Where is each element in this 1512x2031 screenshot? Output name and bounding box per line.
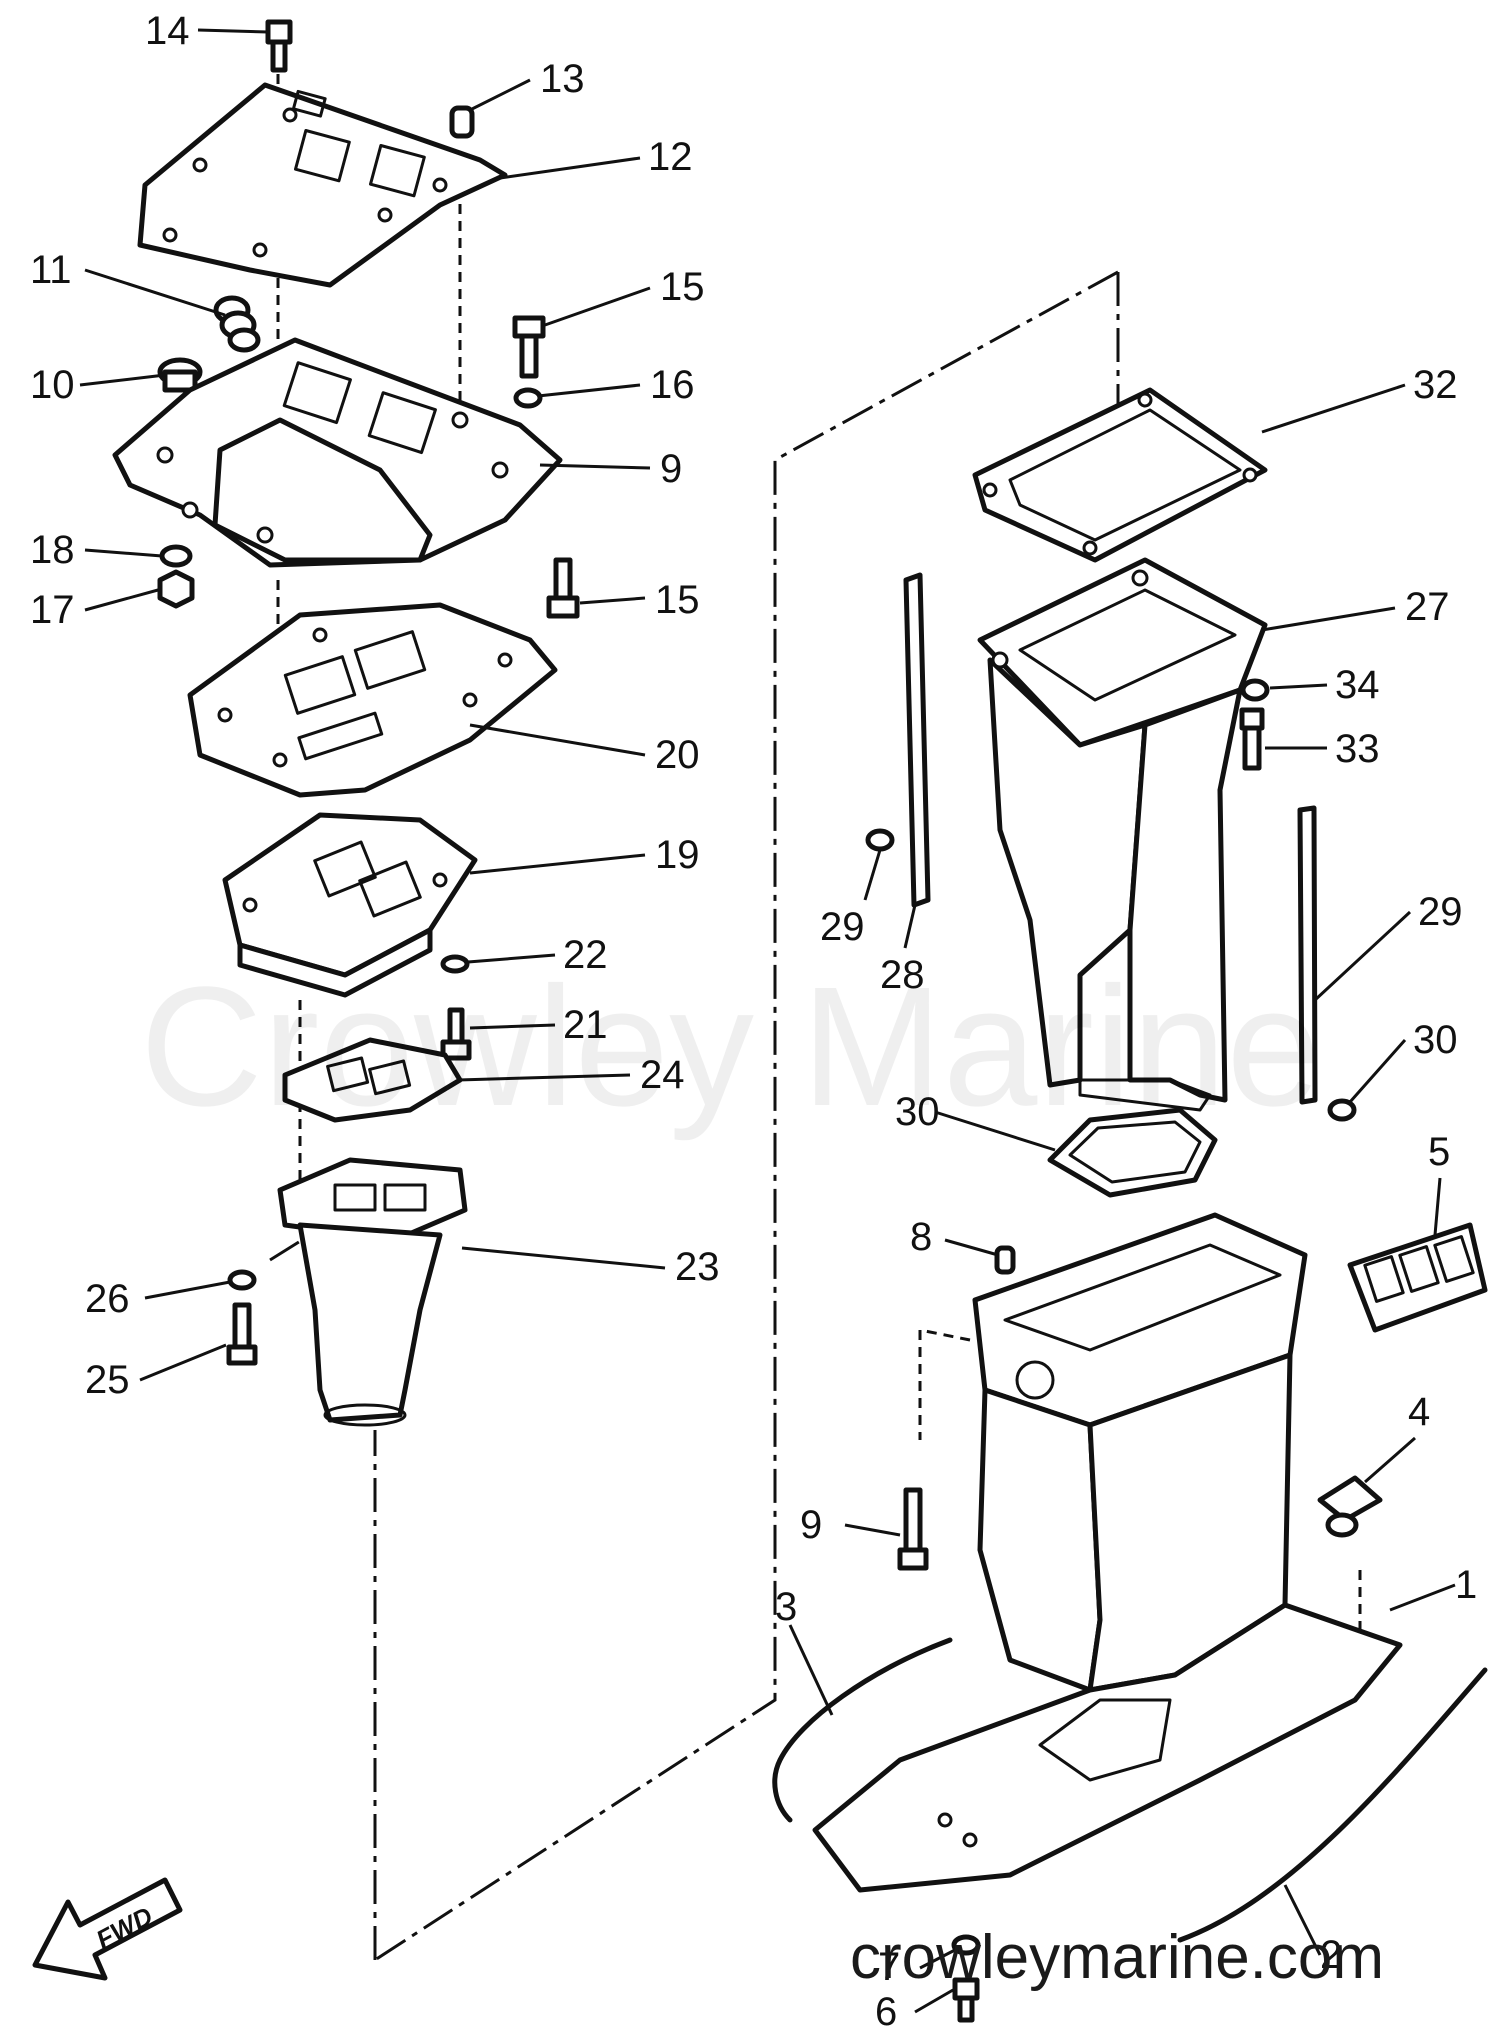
- cover-5: [1347, 1222, 1488, 1333]
- washer-7: [951, 1934, 981, 1956]
- callout-22: 21: [563, 1003, 608, 1047]
- forward-direction-arrow: FWD: [32, 1877, 183, 1981]
- callout-14: 12: [648, 135, 693, 179]
- dowel-pin-13: [449, 105, 475, 139]
- watermark-text: Crowley Marine: [140, 952, 1321, 1142]
- seal-31: [1047, 1107, 1218, 1198]
- leader-lines: [79, 28, 1456, 2014]
- oil-pan-28: [977, 557, 1268, 1112]
- callout-8: 8: [910, 1215, 932, 1259]
- exhaust-manifold-20: [222, 812, 478, 998]
- callout-3: 3: [775, 1585, 797, 1629]
- callout-7: 7: [878, 1945, 900, 1989]
- dowel-pin-8: [994, 1245, 1016, 1275]
- upper-casing-plate-10: [112, 337, 563, 568]
- callout-33: 33: [1335, 727, 1380, 771]
- rubber-seal-3: [772, 1637, 953, 1823]
- bolt-33: [1239, 707, 1265, 771]
- bolt-26: [226, 1302, 258, 1366]
- callout-24: 23: [675, 1245, 720, 1289]
- washer-30-right: [1327, 1098, 1357, 1122]
- callout-11: 10: [30, 363, 75, 407]
- callout-20: 19: [655, 833, 700, 877]
- bolt-22: [440, 1007, 472, 1061]
- gasket-21: [187, 602, 558, 798]
- callout-13: 13: [540, 57, 585, 101]
- callout-32: 32: [1413, 363, 1458, 407]
- callout-28: 27: [1405, 585, 1450, 629]
- callout-18: 17: [30, 588, 75, 632]
- bolt-15-lower: [546, 557, 580, 619]
- part-callouts: 14 13 12 11 15 10 16 9 18 17 15 20 19 22…: [30, 9, 1477, 2031]
- callout-26: 25: [85, 1358, 130, 1402]
- nut-18: [157, 569, 195, 609]
- gasket-25: [282, 1037, 463, 1123]
- callout-12: 11: [30, 248, 72, 292]
- damper-strip-29-left: [903, 572, 931, 908]
- fitting-12: [213, 295, 261, 353]
- washer-34: [1240, 678, 1270, 702]
- callout-31: 30: [895, 1090, 940, 1134]
- bolt-15-top: [265, 19, 293, 73]
- bolt-6: [952, 1977, 980, 2023]
- callout-17: 16: [650, 363, 695, 407]
- callout-19: 18: [30, 528, 75, 572]
- rubber-seal-2: [1177, 1667, 1488, 1943]
- callout-27: 26: [85, 1277, 130, 1321]
- callout-6: 6: [875, 1990, 897, 2031]
- exhaust-pipe-24: [277, 1157, 468, 1427]
- gasket-14: [137, 82, 508, 288]
- callout-30-left: 29: [820, 905, 865, 949]
- callout-29-right: 29: [1418, 890, 1463, 934]
- plug-4: [1317, 1475, 1383, 1538]
- upper-casing-1: [812, 1212, 1403, 1893]
- callout-21: 20: [655, 733, 700, 777]
- callout-30-right: 30: [1413, 1018, 1458, 1062]
- washer-23: [440, 954, 470, 974]
- washer-30-left: [865, 828, 895, 852]
- bolt-9: [897, 1487, 929, 1571]
- damper-strip-29-right: [1297, 805, 1318, 1105]
- callout-25: 24: [640, 1053, 685, 1097]
- washer-17: [513, 387, 543, 409]
- bolt-16: [512, 315, 546, 379]
- callout-23: 22: [563, 933, 608, 977]
- callout-1: 1: [1455, 1563, 1477, 1607]
- callout-10: 9: [660, 447, 682, 491]
- grommet-11: [157, 357, 203, 393]
- callout-5: 5: [1428, 1130, 1450, 1174]
- callout-15-lower: 15: [655, 578, 700, 622]
- callout-2: 2: [1320, 1933, 1342, 1977]
- callout-9: 9: [800, 1503, 822, 1547]
- callout-16: 15: [660, 265, 705, 309]
- washer-19: [159, 544, 193, 568]
- callout-4: 4: [1408, 1390, 1430, 1434]
- gasket-32: [972, 387, 1268, 563]
- footer-url: crowleymarine.com: [850, 1923, 1384, 1992]
- callout-15-top: 14: [145, 9, 190, 53]
- callout-34: 34: [1335, 663, 1380, 707]
- washer-27: [227, 1269, 257, 1291]
- callout-29-left: 28: [880, 953, 925, 997]
